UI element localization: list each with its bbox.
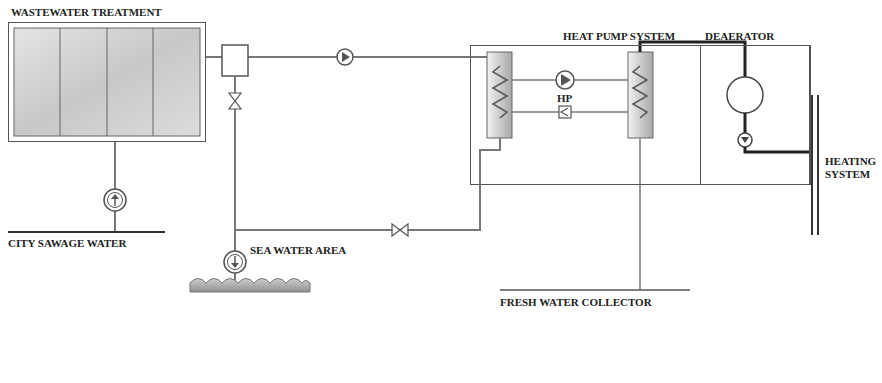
hot-water-line xyxy=(640,42,745,77)
part-label: HP xyxy=(557,92,581,105)
water-line xyxy=(114,142,116,189)
condenser xyxy=(628,52,653,138)
expansion-valve xyxy=(561,108,568,116)
basin-divider xyxy=(153,28,154,136)
node-heading: DEAERATOR xyxy=(705,30,774,180)
pump-symbol xyxy=(738,133,752,147)
node-heading: HEAT PUMP SYSTEM xyxy=(563,30,675,43)
part-label: HEATING SYSTEM xyxy=(825,155,880,181)
heating-bus xyxy=(811,95,813,235)
heat-exchanger-coil xyxy=(493,66,507,118)
heat-exchanger-coil xyxy=(633,66,647,118)
pump-arrow xyxy=(741,137,749,143)
sewage-main xyxy=(8,231,165,233)
pump-arrow xyxy=(342,52,350,62)
deaerator-box: DEAERATOR xyxy=(700,45,811,185)
compressor-arrow xyxy=(561,74,571,86)
water-line xyxy=(470,56,487,58)
hot-water-line xyxy=(744,113,747,133)
heating-bus xyxy=(817,95,819,235)
part-label: CITY SAWAGE WATER xyxy=(8,237,183,250)
expansion-valve xyxy=(559,106,571,118)
pump-symbol xyxy=(224,251,246,273)
system-box: WASTEWATER TREATMENT xyxy=(8,22,206,142)
pump-arrow xyxy=(234,256,236,264)
valve-symbol xyxy=(392,224,408,236)
sea-waves xyxy=(190,279,310,293)
collector-line xyxy=(500,289,690,291)
pump-symbol xyxy=(108,193,123,208)
pump-arrow xyxy=(231,263,239,268)
system-box: HEAT PUMP SYSTEMDEAERATOR xyxy=(470,45,810,185)
compressor-symbol xyxy=(556,71,574,89)
deaerator-tank xyxy=(727,77,763,113)
pump-symbol xyxy=(104,189,126,211)
valve-symbol xyxy=(229,93,241,109)
basin-divider xyxy=(60,28,61,136)
buffer-tank xyxy=(222,45,248,76)
part-label: FRESH WATER COLLECTOR xyxy=(500,296,700,309)
pump-symbol xyxy=(228,255,243,270)
hot-water-line xyxy=(745,147,812,152)
treatment-basin xyxy=(14,28,200,136)
basin-divider xyxy=(107,28,108,136)
pump-arrow xyxy=(114,198,116,206)
part-label: SEA WATER AREA xyxy=(250,244,420,257)
evaporator xyxy=(487,52,512,138)
water-line xyxy=(235,138,500,230)
node-heading: WASTEWATER TREATMENT xyxy=(11,6,162,19)
water-line xyxy=(639,138,641,290)
pump-arrow xyxy=(111,194,119,199)
pump-symbol xyxy=(337,49,353,65)
water-line xyxy=(114,211,116,232)
